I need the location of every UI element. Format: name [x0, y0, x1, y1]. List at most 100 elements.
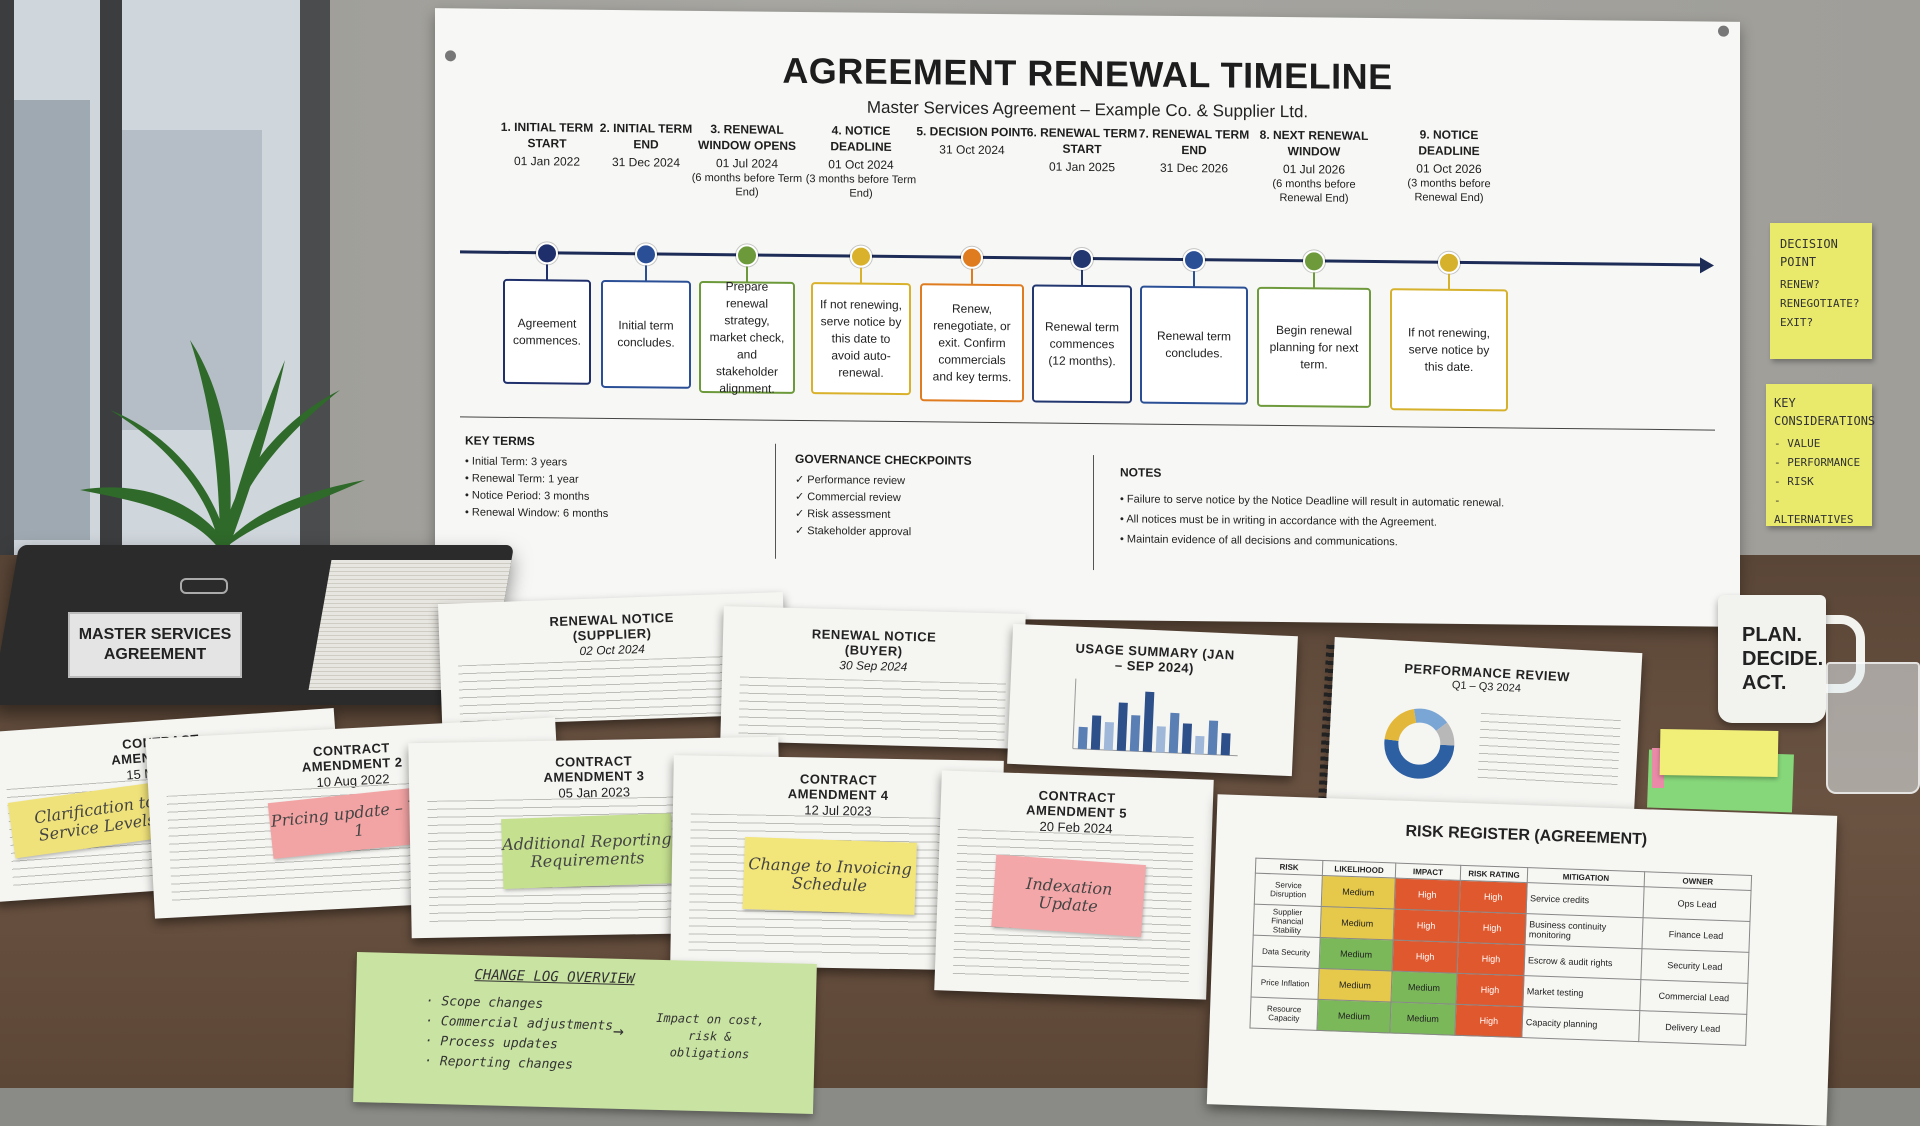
outside-building — [0, 100, 90, 540]
usage-bar — [1142, 691, 1155, 753]
milestone-dot — [736, 244, 758, 267]
milestone-connector — [860, 267, 862, 284]
sticky-item: RENEGOTIATE? — [1780, 297, 1860, 310]
usage-summary: USAGE SUMMARY (JAN – SEP 2024) — [1007, 623, 1298, 777]
milestone-date: 01 Jul 2026 — [1282, 162, 1346, 177]
doc-date: 30 Sep 2024 — [839, 658, 908, 674]
risk-table: RISK LIKELIHOOD IMPACT RISK RATING MITIG… — [1249, 858, 1752, 1046]
sticky-item: - PERFORMANCE — [1774, 456, 1861, 469]
window-frame — [300, 0, 330, 560]
usage-bar — [1194, 735, 1205, 755]
sticky-item: RENEW? — [1780, 278, 1820, 291]
performance-review: PERFORMANCE REVIEW Q1 – Q3 2024 — [1318, 637, 1643, 828]
sticky-item: - RISK — [1774, 475, 1814, 488]
risk-likelihood: Medium — [1316, 999, 1391, 1033]
milestone-date: 01 Jan 2025 — [1048, 159, 1116, 175]
section-divider — [1093, 455, 1094, 571]
milestone-title: 3. RENEWAL WINDOW OPENS — [698, 122, 796, 153]
milestone-title: 8. NEXT RENEWAL WINDOW — [1259, 127, 1369, 159]
binder-ring — [180, 578, 228, 594]
risk-owner: Commercial Lead — [1639, 979, 1748, 1015]
risk-likelihood: Medium — [1321, 875, 1396, 910]
changelog-impact: Impact on cost, risk & obligations — [656, 1010, 765, 1062]
milestone-note: (6 months before Renewal End) — [1272, 177, 1356, 205]
risk-owner: Security Lead — [1640, 948, 1749, 984]
risk-mitigation: Escrow & audit rights — [1523, 944, 1642, 980]
milestone-description: If not renewing, serve notice by this da… — [811, 282, 911, 396]
doc-text-lines — [738, 676, 1006, 744]
usage-bar — [1207, 720, 1219, 755]
milestone-description: Renew, renegotiate, or exit. Confirm com… — [920, 283, 1024, 403]
sticky-item: - VALUE — [1774, 437, 1821, 450]
milestone-label: 6. RENEWAL TERM START 01 Jan 2025 — [1023, 124, 1141, 175]
milestone-dot — [850, 245, 872, 268]
risk-name: Resource Capacity — [1249, 997, 1319, 1031]
changelog-item: · Reporting changes — [424, 1053, 574, 1073]
risk-owner: Delivery Lead — [1638, 1010, 1747, 1046]
outside-building — [122, 130, 262, 430]
risk-rating: High — [1454, 1004, 1523, 1038]
milestone-connector — [1193, 271, 1195, 288]
binder-label: MASTER SERVICES AGREEMENT — [68, 612, 242, 678]
sticky-tag: Additional Reporting Requirements — [501, 813, 674, 890]
milestone-title: 9. NOTICE DEADLINE — [1418, 127, 1480, 159]
usage-bar — [1103, 721, 1114, 751]
risk-owner: Ops Lead — [1643, 886, 1752, 922]
risk-impact: High — [1393, 909, 1460, 943]
milestone-note: (3 months before Renewal End) — [1407, 177, 1491, 205]
milestone-connector — [1313, 272, 1315, 289]
governance-title: GOVERNANCE CHECKPOINTS — [795, 451, 972, 468]
risk-likelihood: Medium — [1320, 906, 1395, 940]
milestone-date: 01 Jul 2024 — [715, 156, 779, 171]
sticky-key-considerations: KEY CONSIDERATIONS - VALUE - PERFORMANCE… — [1766, 384, 1875, 526]
doc-title: CONTRACT AMENDMENT 3 — [543, 753, 645, 785]
milestone-description: Renewal term concludes. — [1140, 285, 1248, 405]
milestone-label: 8. NEXT RENEWAL WINDOW 01 Jul 2026(6 mont… — [1255, 127, 1373, 206]
milestone-note: (3 months before Term End) — [805, 173, 917, 200]
milestone-description: If not renewing, serve notice by this da… — [1390, 288, 1508, 412]
doc-title: RENEWAL NOTICE (BUYER) — [811, 626, 937, 659]
doc-title: USAGE SUMMARY (JAN – SEP 2024) — [1075, 640, 1235, 676]
milestone-title: 6. RENEWAL TERM START — [1026, 125, 1138, 157]
milestone-title: 7. RENEWAL TERM END — [1138, 126, 1250, 158]
milestone-dot — [1303, 250, 1325, 273]
milestone-description: Begin renewal planning for next term. — [1257, 286, 1371, 408]
board-title: AGREEMENT RENEWAL TIMELINE — [782, 49, 1393, 98]
timeline-board: AGREEMENT RENEWAL TIMELINE Master Servic… — [435, 8, 1740, 627]
risk-mitigation: Business continuity monitoring — [1525, 913, 1644, 949]
change-log-note: CHANGE LOG OVERVIEW · Scope changes · Co… — [353, 952, 817, 1114]
notes-title: NOTES — [1120, 465, 1162, 480]
milestone-date: 31 Dec 2026 — [1159, 160, 1229, 176]
milestone-title: 5. DECISION POINT — [916, 124, 1028, 140]
window-frame — [100, 0, 122, 560]
risk-rating: High — [1458, 911, 1527, 945]
doc-title: RENEWAL NOTICE (SUPPLIER) — [549, 609, 675, 644]
water-glass — [1826, 662, 1920, 794]
milestone-connector — [971, 268, 973, 285]
section-divider — [775, 443, 776, 559]
key-term-item: • Renewal Window: 6 months — [465, 506, 609, 520]
risk-rating: High — [1456, 942, 1526, 976]
potted-plant — [80, 340, 365, 550]
milestone-title: 4. NOTICE DEADLINE — [830, 123, 892, 154]
coffee-mug: PLAN. DECIDE. ACT. — [1718, 595, 1826, 723]
usage-bar — [1077, 726, 1088, 750]
sticky-tag: Indexation Update — [991, 854, 1146, 937]
sticky-pad — [1659, 728, 1779, 778]
risk-register: RISK REGISTER (AGREEMENT) RISK LIKELIHOO… — [1206, 794, 1838, 1126]
milestone-description: Prepare renewal strategy, market check, … — [699, 279, 795, 395]
usage-bar — [1220, 733, 1231, 756]
risk-likelihood: Medium — [1318, 968, 1393, 1002]
milestone-dot — [961, 246, 983, 269]
arrow-icon: → — [612, 1020, 625, 1043]
risk-impact: Medium — [1390, 970, 1457, 1005]
sticky-item: EXIT? — [1780, 316, 1814, 329]
governance-item: ✓ Stakeholder approval — [795, 524, 912, 539]
risk-name: Service Disruption — [1254, 873, 1323, 907]
usage-bar — [1168, 712, 1180, 754]
risk-rating: High — [1459, 880, 1528, 914]
